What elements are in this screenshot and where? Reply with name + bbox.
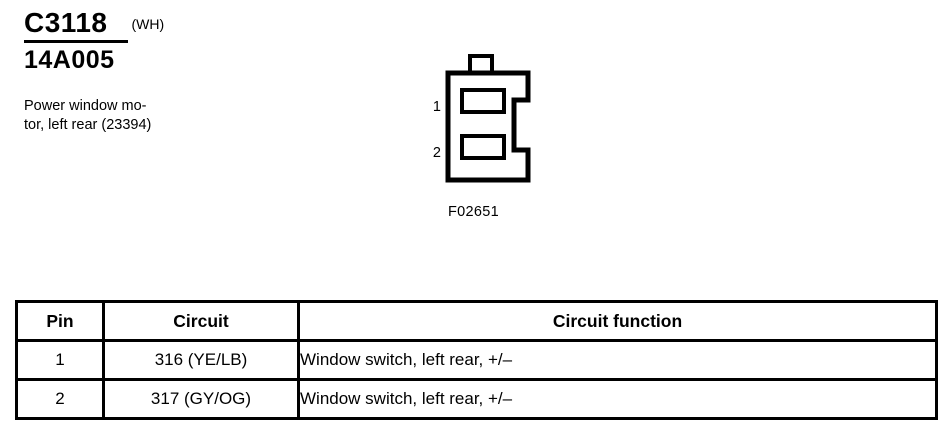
table-header-row: Pin Circuit Circuit function <box>15 300 938 342</box>
column-header-circuit-function: Circuit function <box>297 300 938 342</box>
connector-id: C3118 <box>24 7 108 38</box>
pin-cavity-1 <box>460 88 506 114</box>
diagram-pin-label-2: 2 <box>432 145 441 161</box>
diagram-pin-label-1: 1 <box>432 99 441 115</box>
pin-cavity-2 <box>460 134 506 160</box>
cell-pin: 2 <box>15 378 105 420</box>
cell-circuit: 316 (YE/LB) <box>102 339 300 381</box>
cell-circuit: 317 (GY/OG) <box>102 378 300 420</box>
connector-figure-code: F02651 <box>448 204 499 220</box>
connector-outline-icon <box>445 54 531 183</box>
connector-color-code: (WH) <box>131 16 165 32</box>
cell-circuit-function: Window switch, left rear, +/– <box>297 339 938 381</box>
component-description: Power window mo- tor, left rear (23394) <box>24 97 152 134</box>
cell-circuit-function: Window switch, left rear, +/– <box>297 378 938 420</box>
connector-latch-tab <box>468 54 494 75</box>
part-number: 14A005 <box>24 46 115 75</box>
column-header-pin: Pin <box>15 300 105 342</box>
column-header-circuit: Circuit <box>102 300 300 342</box>
table-row: 1 316 (YE/LB) Window switch, left rear, … <box>15 339 938 381</box>
pin-table: Pin Circuit Circuit function 1 316 (YE/L… <box>15 300 938 420</box>
header-divider <box>24 40 128 44</box>
connector-id-row: C3118 (WH) <box>24 7 324 38</box>
connector-diagram: 1 2 F02651 <box>410 48 570 238</box>
cell-pin: 1 <box>15 339 105 381</box>
table-row: 2 317 (GY/OG) Window switch, left rear, … <box>15 378 938 420</box>
connector-header: C3118 (WH) 14A005 Power window mo- tor, … <box>24 8 324 135</box>
